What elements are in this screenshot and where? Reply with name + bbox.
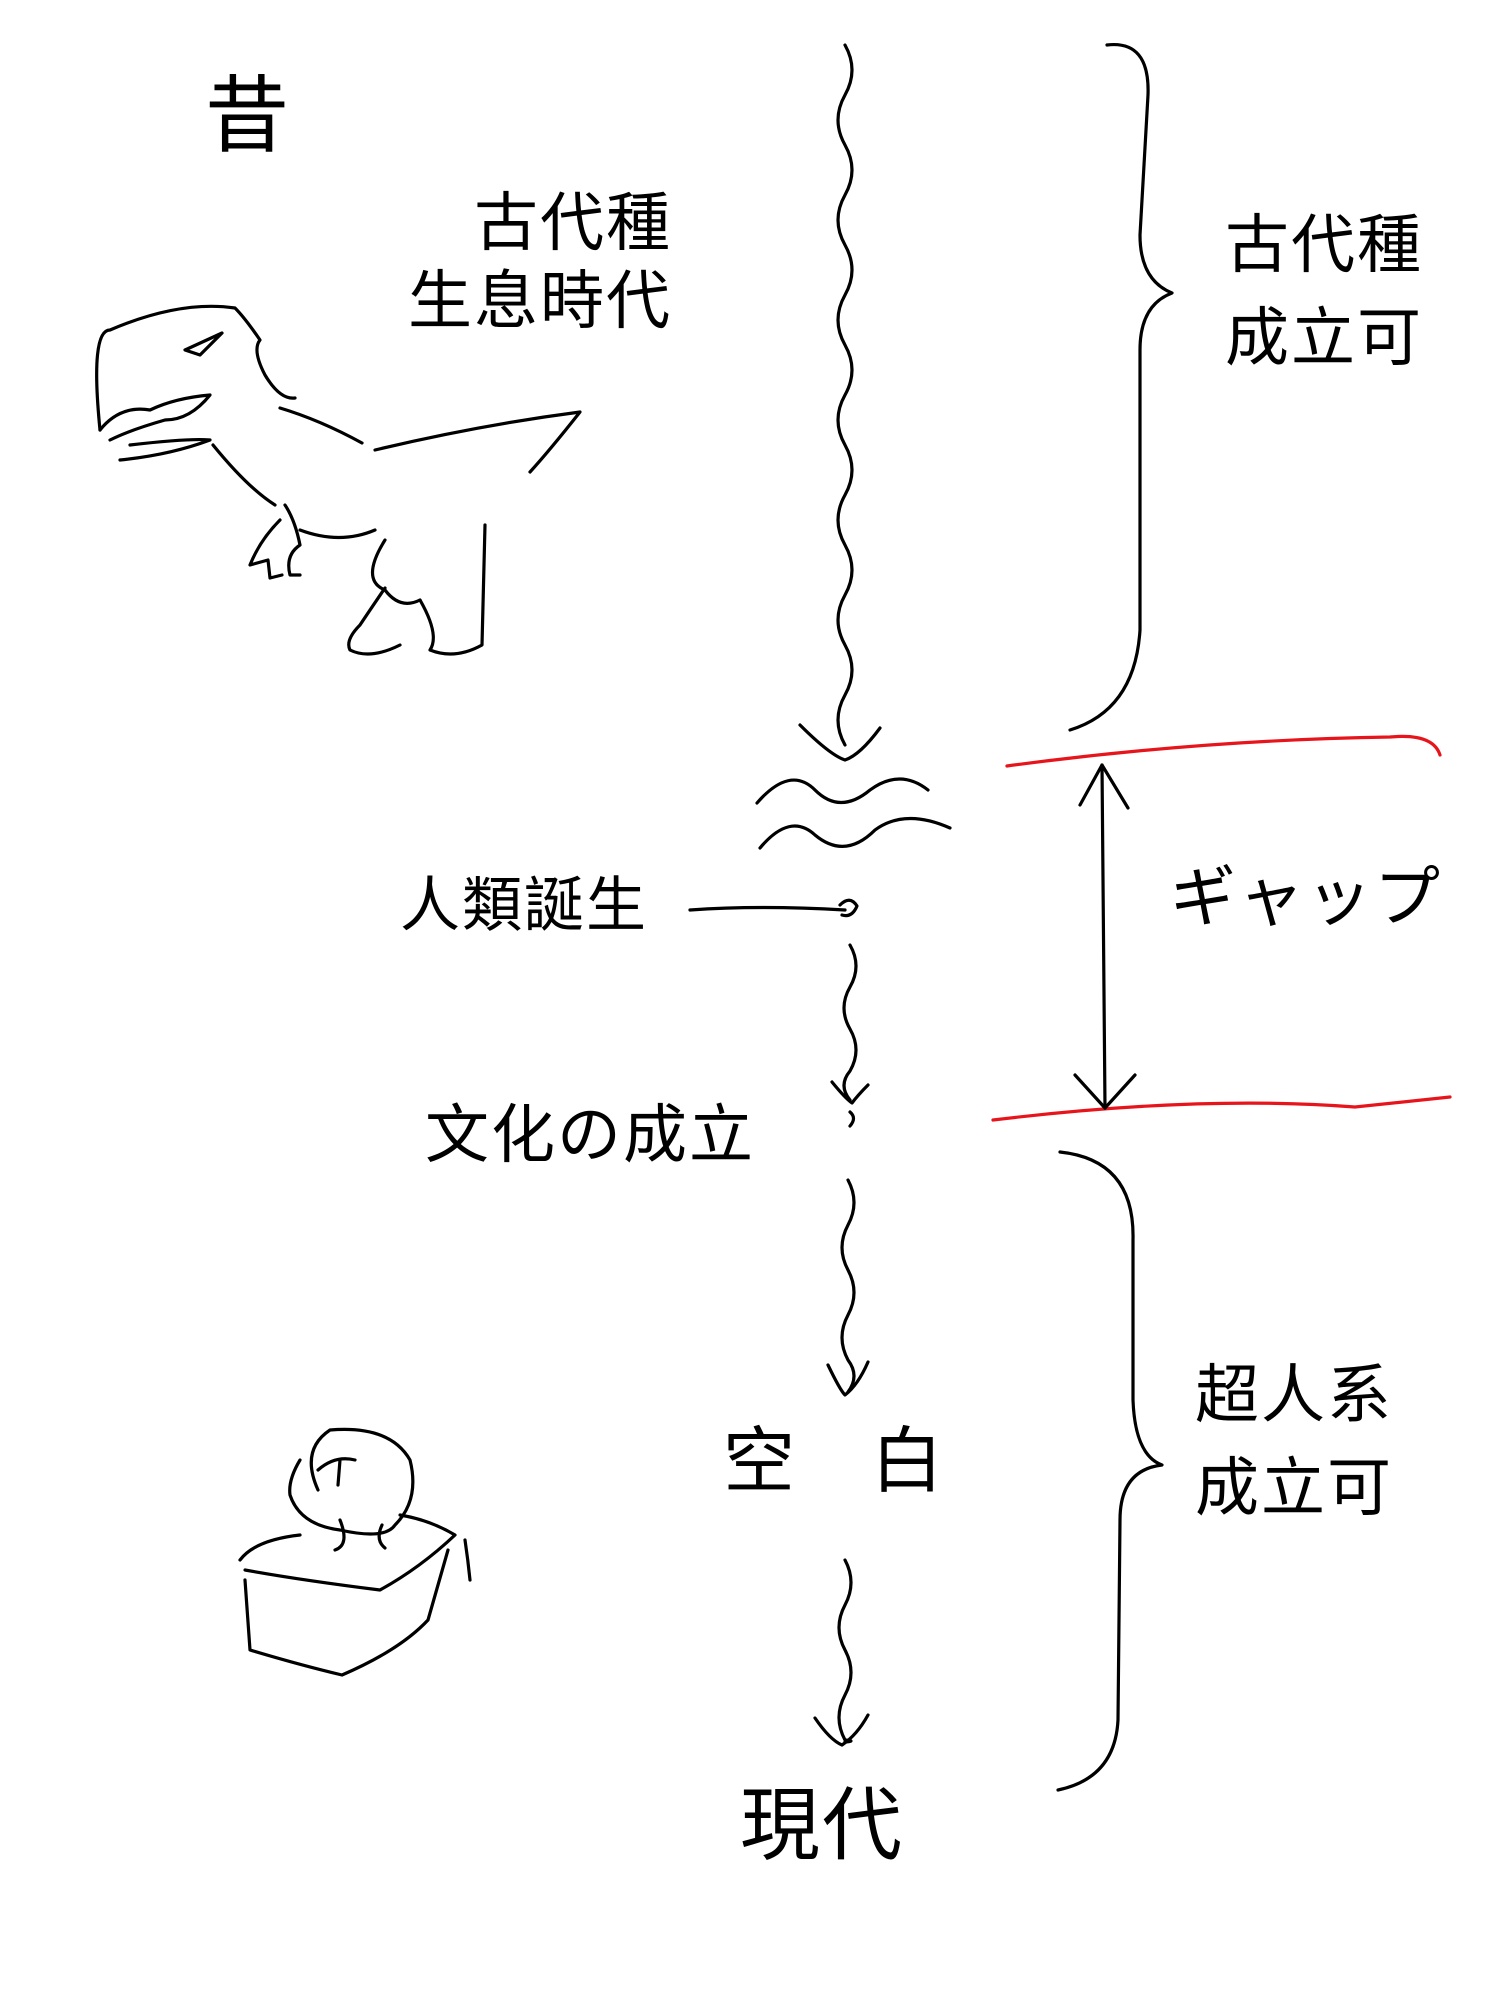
label-human-birth: 人類誕生 [400, 871, 648, 941]
gap-arrow-shaft [1100, 763, 1107, 1110]
gap-arrow-head-bottom [1073, 1073, 1137, 1110]
dinosaur-icon [95, 304, 582, 656]
brace-superhuman [1056, 1150, 1164, 1792]
label-ancient-era: 古代種 生息時代 [408, 187, 672, 340]
label-culture: 文化の成立 [425, 1099, 755, 1173]
label-ancient-brace: 古代種 成立可 [1225, 209, 1423, 376]
timeline-wave-low1 [840, 1178, 856, 1394]
timeline-arrowhead-low2 [813, 1713, 870, 1747]
label-gap: ギャップ [1170, 859, 1442, 936]
break-line-upper [755, 777, 930, 805]
break-line-lower [758, 816, 952, 850]
person-in-box-icon [238, 1427, 472, 1677]
gap-line-lower [991, 1095, 1452, 1122]
human-birth-pointer [688, 905, 847, 912]
timeline-wave-mid [842, 943, 858, 1102]
label-superhuman-brace: 超人系 成立可 [1195, 1359, 1393, 1526]
timeline-wave-top [836, 43, 854, 747]
culture-dot [848, 1110, 856, 1128]
gap-line-upper [1005, 734, 1442, 768]
human-birth-dot [838, 898, 859, 918]
timeline-arrowhead-top [798, 723, 882, 762]
timeline-wave-low2 [837, 1558, 853, 1744]
brace-ancient [1068, 43, 1174, 732]
label-past: 昔 [205, 67, 292, 165]
timeline-arrowhead-low1 [826, 1360, 870, 1397]
gap-arrow-head-top [1078, 763, 1130, 810]
label-present: 現代 [740, 1779, 904, 1872]
timeline-arrowhead-mid [830, 1080, 870, 1105]
label-blank: 空 白 [723, 1419, 946, 1503]
